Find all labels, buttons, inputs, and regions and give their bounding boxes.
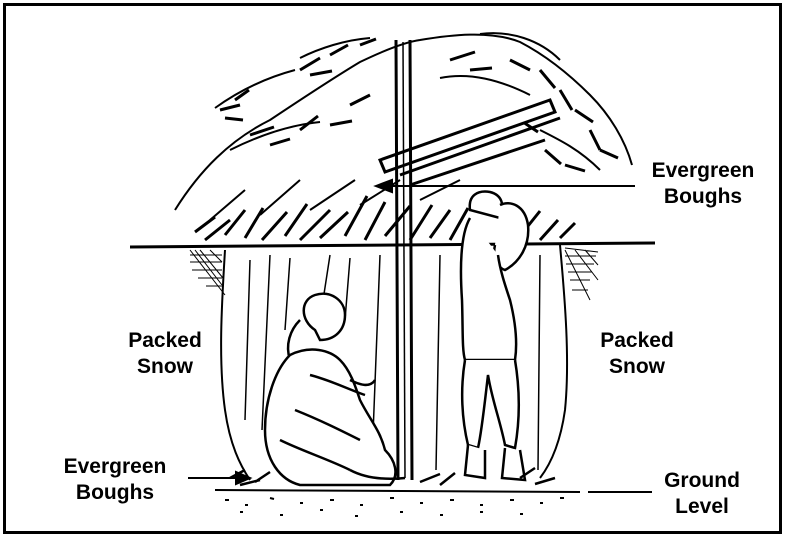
center-pole (396, 40, 412, 480)
snow-edge-hatching (190, 248, 598, 300)
label-evergreen-boughs-top: Evergreen Boughs (628, 158, 778, 210)
standing-person (461, 192, 528, 480)
label-ground-level: Ground Level (652, 468, 752, 520)
label-packed-snow-right: Packed Snow (582, 328, 692, 380)
snow-surface-line (130, 243, 655, 247)
label-evergreen-boughs-bottom: Evergreen Boughs (40, 454, 190, 506)
label-packed-snow-left: Packed Snow (110, 328, 220, 380)
roof-logs (380, 100, 560, 185)
